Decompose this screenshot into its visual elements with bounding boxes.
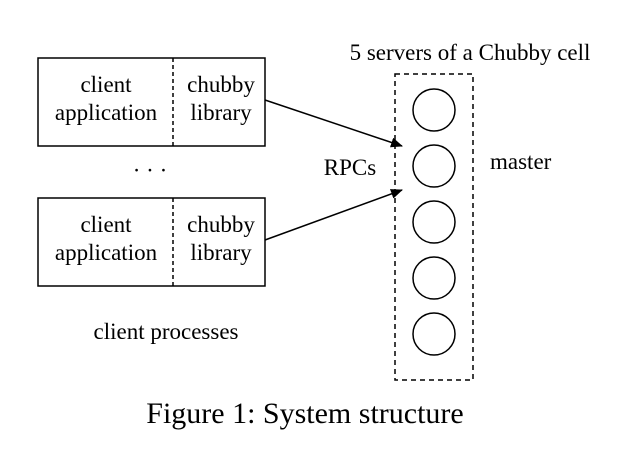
- server-circle-2: [412, 144, 456, 188]
- client-application-label-2: client: [80, 212, 132, 237]
- chubby-library-label-2: chubby: [187, 212, 255, 237]
- client-processes-label: client processes: [94, 319, 239, 344]
- client-process-1: client application chubby library: [37, 57, 266, 147]
- server-circle-1: [412, 88, 456, 132]
- rpc-arrow-2: [264, 189, 403, 241]
- cell-title: 5 servers of a Chubby cell: [350, 40, 591, 65]
- client-process-2: client application chubby library: [37, 197, 266, 287]
- client-application-label-1: client: [80, 72, 132, 97]
- client-application-label-2b: application: [55, 240, 158, 265]
- server-circle-5: [412, 312, 456, 356]
- client-application-label-1b: application: [55, 100, 158, 125]
- server-circle-4: [412, 256, 456, 300]
- rpc-label: RPCs: [324, 155, 376, 180]
- figure-caption: Figure 1: System structure: [146, 397, 463, 430]
- client-box-1: [37, 57, 266, 147]
- chubby-library-label-1: chubby: [187, 72, 255, 97]
- ellipsis: · · ·: [133, 158, 167, 183]
- server-group: [412, 88, 456, 356]
- chubby-cell-box: [394, 73, 474, 381]
- chubby-library-label-2b: library: [190, 240, 252, 265]
- chubby-library-label-1b: library: [190, 100, 252, 125]
- master-label: master: [490, 149, 552, 174]
- client-box-2: [37, 197, 266, 287]
- rpc-arrow-1: [264, 99, 403, 148]
- server-circle-3: [412, 200, 456, 244]
